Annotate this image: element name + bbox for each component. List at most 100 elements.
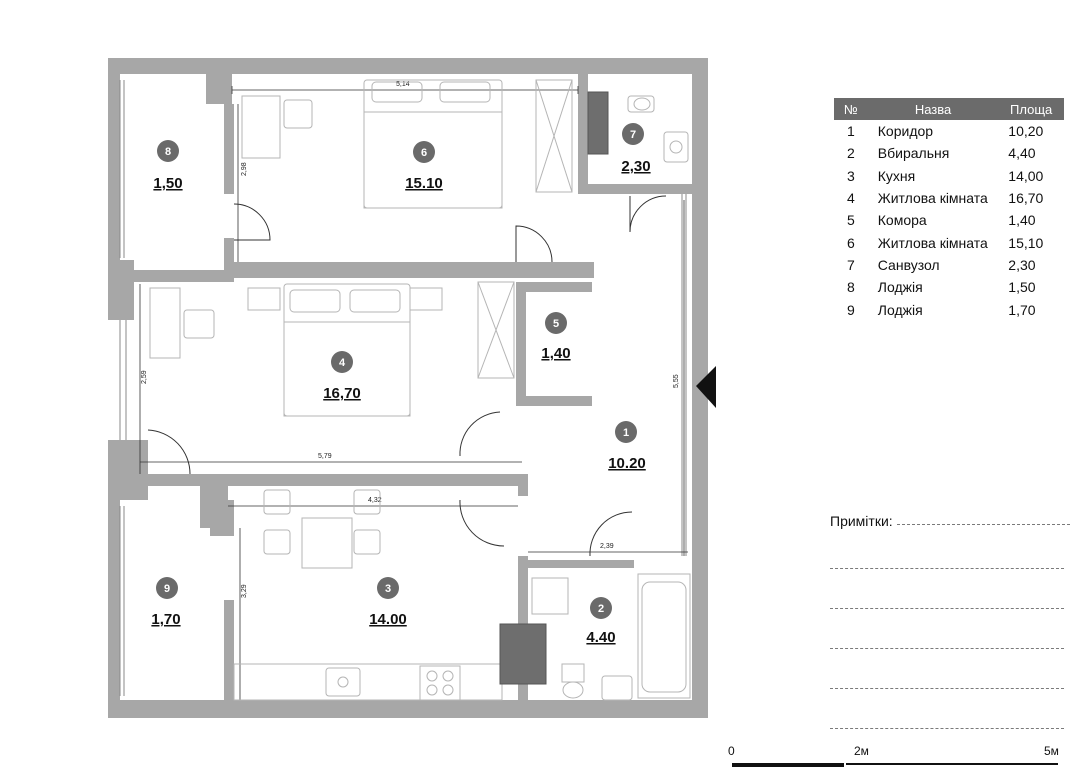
scale-bar-segment xyxy=(732,763,844,767)
notes-dashed-line xyxy=(830,728,1064,729)
legend-row-name: Коридор xyxy=(877,123,934,140)
legend-row-no: 5 xyxy=(846,212,855,229)
room-8-number: 8 xyxy=(165,146,171,158)
legend-header-row: № Назва Площа xyxy=(834,98,1064,120)
room-3-number: 3 xyxy=(385,583,391,595)
room-1-label: 1 10.20 xyxy=(608,421,646,472)
legend-row-no: 3 xyxy=(846,167,855,184)
dim-kitchen-height: 3,29 xyxy=(241,584,248,598)
legend-row-area: 10,20 xyxy=(1008,123,1044,140)
notes-dashed-line xyxy=(896,524,1070,525)
legend-row-no: 4 xyxy=(846,190,855,207)
furniture xyxy=(149,79,691,701)
room-6-label: 6 15.10 xyxy=(405,141,443,192)
room-labels: 1 10.20 2 4.40 3 14.00 4 16,70 5 1,40 6 … xyxy=(151,123,651,646)
notes-line xyxy=(830,569,1064,609)
room-9-number: 9 xyxy=(164,583,170,595)
room-5-label: 5 1,40 xyxy=(541,312,571,362)
room-7-number: 7 xyxy=(630,129,636,141)
legend-row-area: 4,40 xyxy=(1008,145,1036,162)
room-9-area: 1,70 xyxy=(151,611,180,628)
notes-section: Примітки: xyxy=(830,509,1070,729)
room-6-number: 6 xyxy=(421,147,427,159)
room-legend: № Назва Площа 1 Коридор 10,20 2 Вбиральня 4,… xyxy=(834,98,1064,321)
legend-row-no: 8 xyxy=(846,279,855,296)
notes-line xyxy=(830,689,1064,729)
room-5-area: 1,40 xyxy=(541,345,570,362)
dim-hall-width: 5,79 xyxy=(318,453,332,460)
legend-row-area: 1,70 xyxy=(1008,301,1036,318)
room-1-area: 10.20 xyxy=(608,455,646,472)
windows xyxy=(119,80,687,696)
legend-row-name: Комора xyxy=(877,212,927,229)
legend-row: 2 Вбиральня 4,40 xyxy=(834,142,1064,164)
dimension-lines xyxy=(139,86,688,700)
legend-row-no: 1 xyxy=(846,123,855,140)
scale-bar-segment xyxy=(846,763,1058,767)
notes-label: Примітки: xyxy=(830,513,893,529)
scale-mid-label: 2м xyxy=(854,744,869,758)
room-2-area: 4.40 xyxy=(586,629,615,646)
legend-row-name: Житлова кімната xyxy=(877,234,988,251)
dim-bedroom-top-height: 2,98 xyxy=(241,162,248,176)
legend-row: 5 Комора 1,40 xyxy=(834,209,1064,231)
legend-row-name: Лоджія xyxy=(877,279,923,296)
legend-row-name: Кухня xyxy=(877,167,916,184)
room-5-number: 5 xyxy=(553,318,559,330)
scale-end-label: 5м xyxy=(1044,744,1059,758)
legend-row-area: 1,40 xyxy=(1008,212,1036,229)
legend-row-name: Житлова кімната xyxy=(877,190,988,207)
entrance-arrow-icon xyxy=(696,366,716,408)
legend-row-name: Вбиральня xyxy=(877,145,950,162)
dim-bedroom-mid-height: 2,59 xyxy=(141,370,148,384)
dimension-labels: 5,14 2,98 2,59 5,79 4,32 3,29 5,55 2,39 xyxy=(141,81,680,598)
room-6-area: 15.10 xyxy=(405,175,443,192)
legend-row-name: Санвузол xyxy=(877,256,940,273)
room-2-label: 2 4.40 xyxy=(586,597,616,646)
legend-header-area: Площа xyxy=(998,98,1064,120)
room-7-label: 7 2,30 xyxy=(621,123,651,175)
doors xyxy=(147,195,667,557)
dim-bathroom-width: 2,39 xyxy=(600,543,614,550)
legend-row: 9 Лоджія 1,70 xyxy=(834,298,1064,320)
room-3-area: 14.00 xyxy=(369,611,407,628)
legend-row-area: 14,00 xyxy=(1008,167,1044,184)
legend-row-no: 7 xyxy=(846,256,855,273)
room-7-area: 2,30 xyxy=(621,158,650,175)
room-2-number: 2 xyxy=(598,603,604,615)
notes-dashed-line xyxy=(830,648,1064,649)
scale-bar: 0 2м 5м xyxy=(728,744,1063,774)
room-4-number: 4 xyxy=(339,357,346,369)
walls xyxy=(108,58,708,718)
room-9-label: 9 1,70 xyxy=(151,577,181,628)
legend-row-name: Лоджія xyxy=(877,301,923,318)
legend-row: 1 Коридор 10,20 xyxy=(834,120,1064,142)
notes-line xyxy=(830,649,1064,689)
legend-header-no: № xyxy=(834,98,868,120)
notes-dashed-line xyxy=(830,608,1064,609)
legend-row-area: 2,30 xyxy=(1008,256,1036,273)
dim-bedroom-top-width: 5,14 xyxy=(396,81,410,88)
legend-row-no: 2 xyxy=(846,145,855,162)
legend-row: 8 Лоджія 1,50 xyxy=(834,276,1064,298)
notes-line xyxy=(830,529,1064,569)
dim-kitchen-width: 4,32 xyxy=(368,497,382,504)
scale-start-label: 0 xyxy=(728,744,735,758)
dim-corridor-length: 5,55 xyxy=(673,374,680,388)
room-1-number: 1 xyxy=(623,427,629,439)
legend-row-area: 1,50 xyxy=(1008,279,1036,296)
legend-row-no: 9 xyxy=(846,301,855,318)
legend-row: 6 Житлова кімната 15,10 xyxy=(834,231,1064,253)
room-4-area: 16,70 xyxy=(323,385,361,402)
room-8-label: 8 1,50 xyxy=(153,140,183,192)
notes-dashed-line xyxy=(830,688,1064,689)
legend-row-area: 15,10 xyxy=(1008,234,1044,251)
legend-row-no: 6 xyxy=(846,234,855,251)
room-4-label: 4 16,70 xyxy=(323,351,361,402)
legend-row: 7 Санвузол 2,30 xyxy=(834,254,1064,276)
room-legend-table: № Назва Площа 1 Коридор 10,20 2 Вбиральня 4,… xyxy=(834,98,1064,321)
legend-row: 3 Кухня 14,00 xyxy=(834,165,1064,187)
notes-first-line: Примітки: xyxy=(830,509,1070,529)
